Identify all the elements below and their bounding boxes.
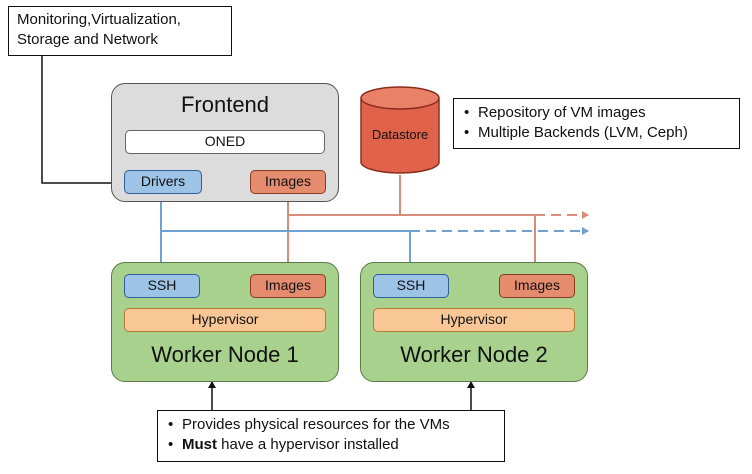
- worker-node-1-title: Worker Node 1: [151, 342, 299, 367]
- worker-note-item: Must have a hypervisor installed: [168, 435, 494, 455]
- worker-node-2-title: Worker Node 2: [400, 342, 548, 367]
- datastore-cylinder: [360, 86, 440, 174]
- datastore-note: Repository of VM images Multiple Backend…: [453, 98, 740, 149]
- worker-note-item: Provides physical resources for the VMs: [168, 415, 494, 435]
- worker-note: Provides physical resources for the VMs …: [157, 410, 505, 462]
- datastore-label: Datastore: [371, 127, 429, 142]
- monitoring-note: Monitoring,Virtualization, Storage and N…: [8, 6, 232, 56]
- worker-note-emphasis: Must: [182, 436, 217, 453]
- drivers-box: Drivers: [124, 170, 202, 194]
- worker-1-hypervisor-box: Hypervisor: [124, 308, 326, 332]
- worker-2-images-box: Images: [499, 274, 575, 298]
- oned-box: ONED: [125, 130, 325, 154]
- monitoring-arrow: [41, 55, 125, 187]
- worker-2-hypervisor-box: Hypervisor: [373, 308, 575, 332]
- datastore-note-item: Repository of VM images: [464, 103, 729, 123]
- worker-note-item-text: have a hypervisor installed: [217, 436, 399, 453]
- monitoring-note-line-2: Storage and Network: [17, 31, 158, 48]
- frontend-title: Frontend: [180, 92, 270, 117]
- frontend-images-box: Images: [250, 170, 326, 194]
- datastore-note-item: Multiple Backends (LVM, Ceph): [464, 123, 729, 143]
- worker-1-ssh-box: SSH: [124, 274, 200, 298]
- monitoring-note-line-1: Monitoring,Virtualization,: [17, 11, 181, 28]
- worker-1-images-box: Images: [250, 274, 326, 298]
- worker-2-ssh-box: SSH: [373, 274, 449, 298]
